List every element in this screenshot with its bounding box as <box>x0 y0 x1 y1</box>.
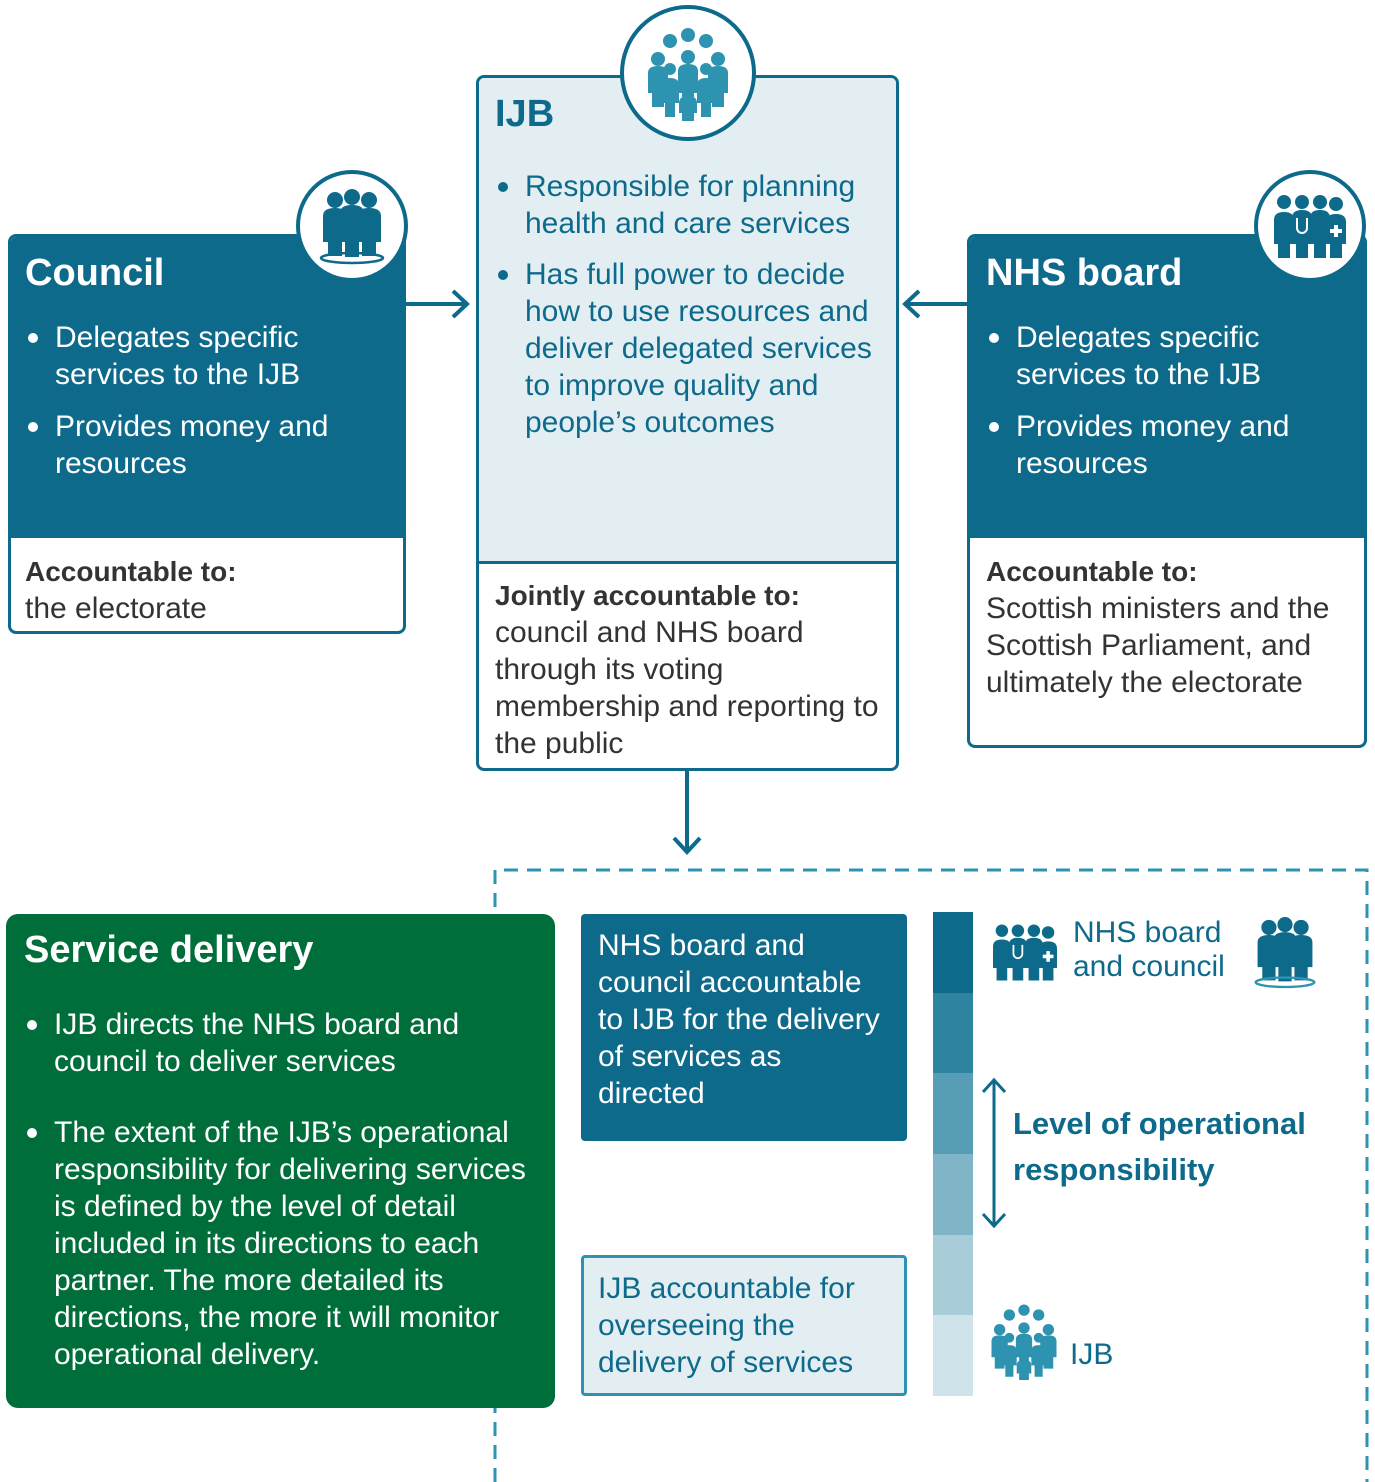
nhs-council-accountable-text: NHS board and council accountable to IJB… <box>598 929 880 1110</box>
ijb-bullet: Responsible for planning health and care… <box>495 168 880 242</box>
council-accountable-label: Accountable to: <box>25 556 237 587</box>
crowd-icon <box>620 5 756 141</box>
council-bullet: Delegates specific services to the IJB <box>25 319 387 393</box>
ijb-bullet: Has full power to decide how to use reso… <box>495 256 880 441</box>
ijb-title: IJB <box>495 93 555 135</box>
nhs-council-accountable-box: NHS board and council accountable to IJB… <box>581 914 907 1141</box>
scale-bottom-label: IJB <box>1070 1338 1114 1371</box>
service-delivery-bullet: IJB directs the NHS board and council to… <box>24 1006 539 1080</box>
medical-staff-icon <box>1254 170 1366 282</box>
arrow-nhs-to-ijb <box>902 289 969 319</box>
nhs-bullets: Delegates specific services to the IJB P… <box>986 319 1348 482</box>
responsibility-scale <box>933 912 973 1396</box>
scale-segment <box>933 992 973 1074</box>
scale-top-label: NHS board and council <box>1073 916 1225 983</box>
medical-staff-icon <box>993 924 1057 981</box>
ijb-accountable-box: IJB accountable for overseeing the deliv… <box>581 1255 907 1396</box>
service-delivery-bullet: The extent of the IJB’s operational resp… <box>24 1114 539 1373</box>
nhs-board-box: NHS board Delegates specific services to… <box>967 234 1367 748</box>
service-delivery-title: Service delivery <box>24 929 314 971</box>
scale-segment <box>933 912 973 993</box>
scale-segment <box>933 1153 973 1235</box>
scale-segment <box>933 1315 973 1396</box>
scale-label: Level of operational responsibility <box>1013 1106 1306 1187</box>
ijb-accountable-box-text: IJB accountable for overseeing the deliv… <box>598 1272 855 1379</box>
service-delivery-bullets: IJB directs the NHS board and council to… <box>24 1006 539 1373</box>
arrow-ijb-down <box>672 770 702 855</box>
council-title: Council <box>25 252 165 294</box>
nhs-accountable-label: Accountable to: <box>986 556 1198 587</box>
council-bullets: Delegates specific services to the IJB P… <box>25 319 387 482</box>
nhs-bullet: Provides money and resources <box>986 408 1348 482</box>
scale-segment <box>933 1234 973 1316</box>
council-box: Council Delegates specific services to t… <box>8 234 406 634</box>
service-delivery-box: Service delivery IJB directs the NHS boa… <box>6 914 555 1408</box>
ijb-accountable-text: council and NHS board through its voting… <box>495 616 879 760</box>
people-group-icon <box>296 170 408 282</box>
nhs-accountable-text: Scottish ministers and the Scottish Parl… <box>986 592 1330 699</box>
ijb-box: IJB Responsible for planning health and … <box>476 75 899 771</box>
scale-segment <box>933 1073 973 1154</box>
double-arrow-icon <box>981 1077 1007 1229</box>
council-accountable-text: the electorate <box>25 592 207 625</box>
nhs-bullet: Delegates specific services to the IJB <box>986 319 1348 393</box>
council-bullet: Provides money and resources <box>25 408 387 482</box>
ijb-accountable-label: Jointly accountable to: <box>495 580 800 611</box>
crowd-icon <box>991 1304 1057 1380</box>
arrow-council-to-ijb <box>405 289 470 319</box>
ijb-bullets: Responsible for planning health and care… <box>495 168 880 441</box>
nhs-title: NHS board <box>986 252 1183 294</box>
people-group-icon <box>1254 917 1316 989</box>
